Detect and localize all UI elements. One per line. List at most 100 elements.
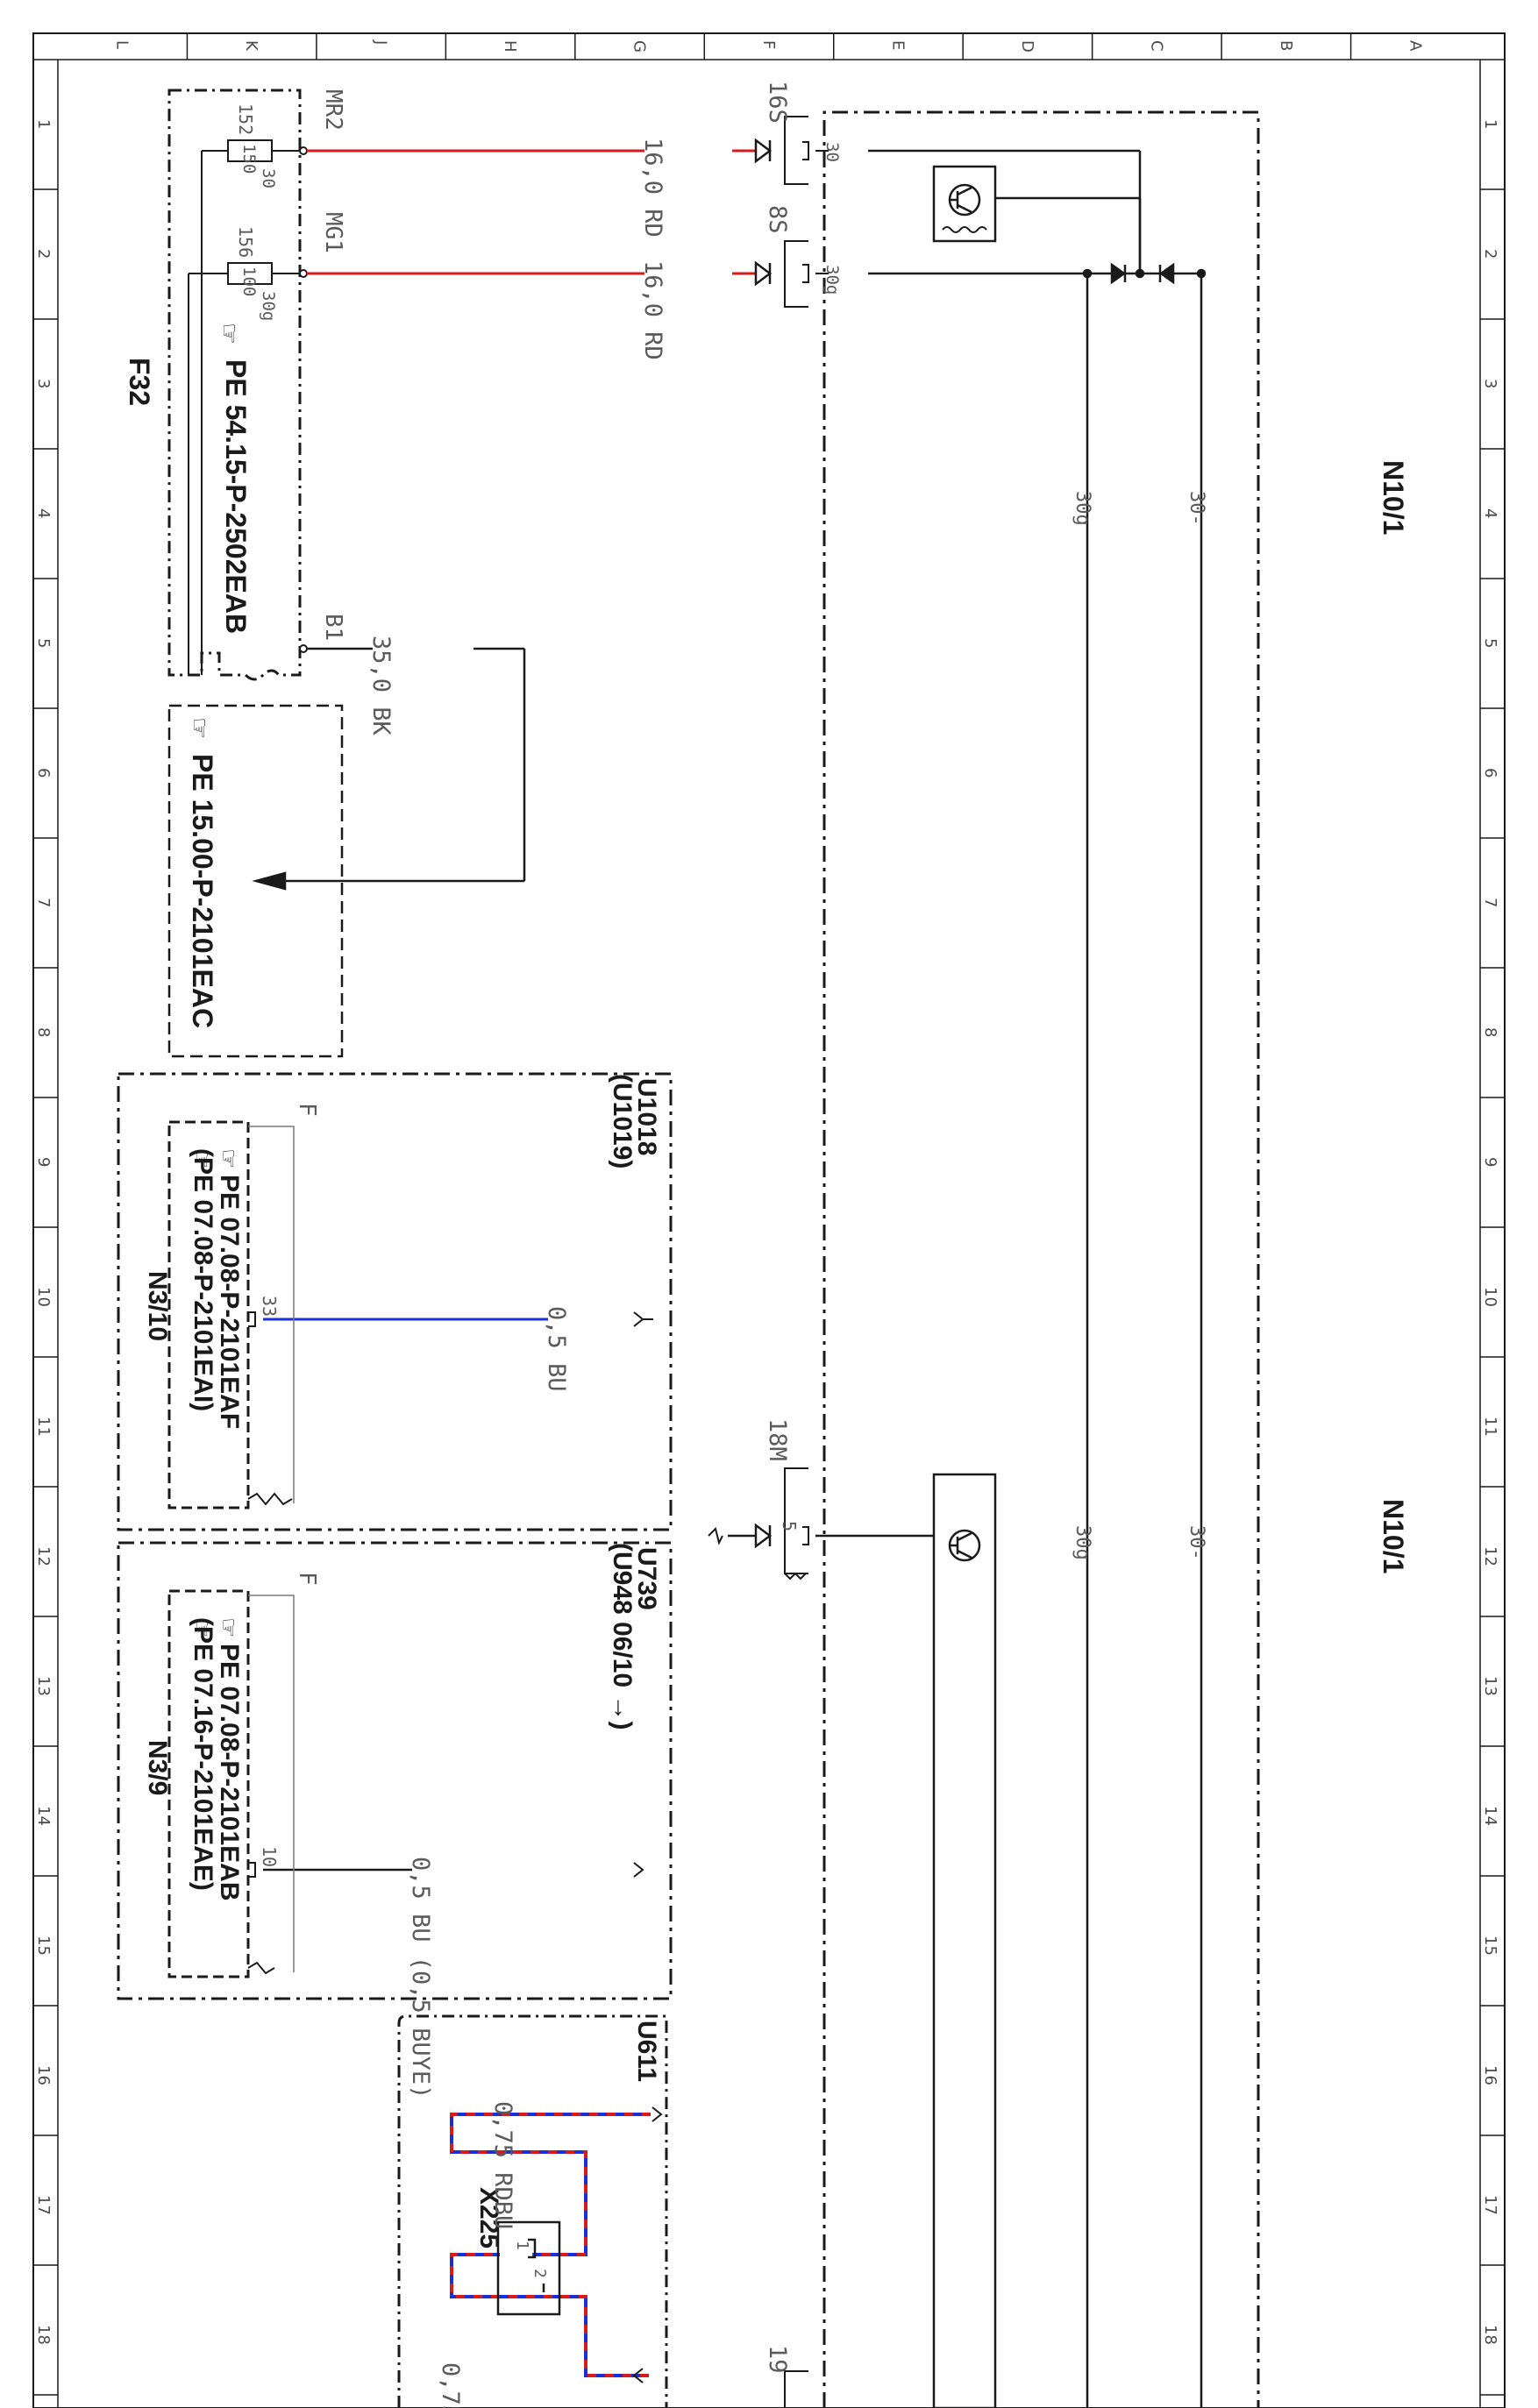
module-label-n10-1-lower: N10/1 [1378,1499,1409,1573]
column-label: K [242,40,260,52]
connector-brackets [784,116,829,2408]
row-label: 16 [34,2065,53,2085]
diodes [1082,262,1207,285]
fuse-reference: PE 54.15-P-2502EAB [220,359,252,634]
x225-label: X225 [474,2187,503,2248]
pin-5: 5 [779,1521,800,1531]
sam-module-n10-1 [822,110,1260,2408]
fuse-1-out: 30 [259,168,278,188]
pin-8s: 8S [764,205,791,234]
row-label: 6 [1481,768,1499,778]
fuse-2-out: 30g [259,291,278,321]
u1018-label: U1018 [632,1078,661,1155]
terminal-30: 30 [822,142,842,162]
pin-10: 10 [259,1846,280,1867]
column-label: B [1277,40,1295,51]
module-label-f32: F32 [124,358,155,406]
fuse-block-f32 [167,89,308,681]
fuse-1-rating: 150 [239,144,259,174]
row-label: 7 [34,898,53,907]
column-label: D [1018,40,1036,53]
row-label: 14 [1481,1806,1499,1826]
pin-33: 33 [259,1296,280,1317]
row-label: 13 [34,1676,53,1696]
row-label: 1 [1481,119,1499,129]
row-label: 8 [1481,1027,1499,1037]
transistor-symbol-2 [815,1473,997,2408]
row-label: 3 [1481,379,1499,388]
signal-wire-n3-10 [247,1126,653,1506]
pin-19: 19 [764,2345,791,2374]
fuse-2-rating: 100 [239,266,259,296]
transistor-symbol-1 [942,183,987,233]
line-label-30g-lower: 30g [1072,1525,1093,1560]
wire-label-05bu: 0,5 BU [543,1306,570,1392]
wire-label-075rdbu-1: 0,75 RDBU [489,2101,516,2229]
row-label: 7 [1481,898,1499,907]
control-unit-n3-9-box [117,1541,673,2000]
row-label: 4 [34,508,53,518]
n3-10-ref-1: PE 07.08-P-2101EAF [215,1175,244,1429]
row-label: 14 [34,1806,53,1826]
u739-label: U739 [632,1547,661,1610]
wire-label-35bk: 35,0 BK [367,636,395,736]
line-label-30g-upper: 30g [1072,491,1093,526]
row-label: 17 [34,2195,53,2215]
row-label: 18 [1481,2325,1499,2345]
svg-text:☞: ☞ [189,1148,215,1168]
ground-reference: PE 15.00-P-2101EAC [187,754,218,1028]
row-label: 5 [1481,638,1499,648]
u948-label: (U948 06/10 →) [608,1543,637,1730]
row-label: 10 [34,1287,53,1307]
reference-hand-icon: ☞ ☞ ☞ ☞ ☞ ☞ [185,323,244,1637]
row-label: 2 [1481,249,1499,259]
row-label: 6 [34,768,53,778]
svg-text:☞: ☞ [189,1617,215,1637]
n3-10-label: N3/10 [143,1271,172,1341]
row-label: 12 [1481,1546,1499,1566]
x225-pin-2: 2 [530,2269,549,2278]
column-label: H [501,40,519,53]
drawing-frame [32,32,1506,2408]
pin-16s: 16S [764,81,791,124]
signal-wire-n3-9 [247,1595,644,1975]
terminal-30g: 30g [822,265,842,295]
row-label: 17 [1481,2195,1499,2215]
pin-18m: 18M [764,1418,791,1461]
sam-internal-wiring [868,149,1203,2408]
row-label: 4 [1481,508,1499,518]
column-label: L [113,40,132,49]
wire-label-05bu-buye: 0,5 BU (0,5 BUYE) [407,1857,434,2099]
shield-label-f-2: F [294,1572,320,1586]
shield-label-f-1: F [294,1103,320,1117]
n3-9-ref-2: (PE 07.16-P-2101EAE) [189,1617,217,1891]
column-label: J [372,39,390,45]
column-label: E [888,40,907,50]
row-label: 11 [34,1417,53,1437]
row-label: 16 [1481,2065,1499,2085]
wire-label-075rdbu-2: 0,75 RDBU [437,2362,464,2408]
row-label: 3 [34,379,53,388]
row-label: 1 [34,119,53,129]
ground-reference-box [167,704,344,1058]
line-label-30-upper: 30- [1186,491,1207,526]
column-label: F [759,40,778,49]
wire-label-16rd-1: 16,0 RD [639,138,666,238]
row-label: 2 [34,249,53,259]
power-wire-30g [307,260,773,287]
wire-mr2: MR2 [320,89,346,131]
svg-text:☞: ☞ [215,1617,241,1637]
signal-wire-18m [708,1523,807,1580]
n3-9-label: N3/9 [143,1740,172,1795]
column-label: A [1406,40,1424,52]
row-label: 9 [34,1157,53,1167]
line-label-30-lower: 30- [1186,1525,1207,1560]
n3-9-ref-1: PE 07.08-P-2101EAB [215,1644,244,1901]
row-label: 10 [1481,1287,1499,1307]
row-label: 5 [34,638,53,648]
power-wire-30 [307,138,773,164]
